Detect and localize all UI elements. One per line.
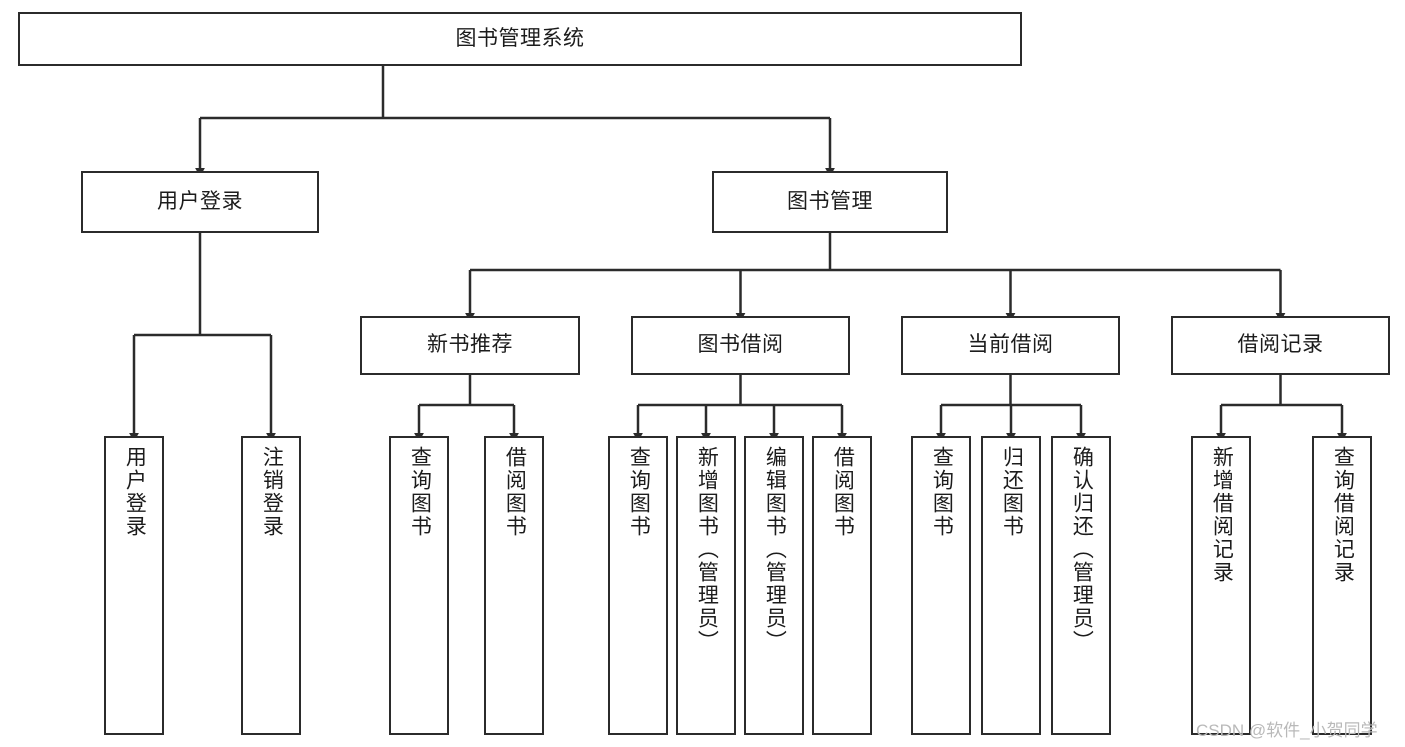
leaf-borrow-edit-book[interactable]: 编辑图书（管理员） (744, 436, 804, 735)
leaf-new-borrow-book-label: 借阅图书 (503, 446, 527, 538)
leaf-new-query-book[interactable]: 查询图书 (389, 436, 449, 735)
leaf-current-confirm-return[interactable]: 确认归还（管理员） (1051, 436, 1111, 735)
leaf-record-query[interactable]: 查询借阅记录 (1312, 436, 1372, 735)
leaf-current-confirm-return-label: 确认归还（管理员） (1070, 446, 1094, 653)
leaf-borrow-edit-book-label: 编辑图书（管理员） (763, 446, 787, 653)
node-new-book-recommendation[interactable]: 新书推荐 (360, 316, 580, 375)
leaf-record-add[interactable]: 新增借阅记录 (1191, 436, 1251, 735)
node-borrow-records-label: 借阅记录 (1237, 333, 1324, 357)
leaf-user-login[interactable]: 用户登录 (104, 436, 164, 735)
leaf-borrow-query-book[interactable]: 查询图书 (608, 436, 668, 735)
leaf-current-return-book[interactable]: 归还图书 (981, 436, 1041, 735)
node-book-management-module-label: 图书管理 (787, 189, 873, 213)
node-user-login-module-label: 用户登录 (157, 189, 243, 213)
node-book-borrowing-label: 图书借阅 (697, 333, 784, 357)
leaf-new-query-book-label: 查询图书 (408, 446, 432, 538)
leaf-borrow-add-book[interactable]: 新增图书（管理员） (676, 436, 736, 735)
leaf-current-query-book[interactable]: 查询图书 (911, 436, 971, 735)
node-current-borrowing-label: 当前借阅 (967, 333, 1054, 357)
leaf-record-query-label: 查询借阅记录 (1331, 446, 1355, 584)
leaf-current-query-book-label: 查询图书 (930, 446, 954, 538)
leaf-user-logout[interactable]: 注销登录 (241, 436, 301, 735)
leaf-borrow-borrow-book[interactable]: 借阅图书 (812, 436, 872, 735)
node-book-borrowing[interactable]: 图书借阅 (631, 316, 850, 375)
node-book-management-module[interactable]: 图书管理 (712, 171, 948, 233)
node-new-book-recommendation-label: 新书推荐 (427, 333, 513, 357)
leaf-user-login-label: 用户登录 (123, 446, 147, 538)
leaf-new-borrow-book[interactable]: 借阅图书 (484, 436, 544, 735)
node-root[interactable]: 图书管理系统 (18, 12, 1022, 66)
node-root-label: 图书管理系统 (455, 26, 585, 50)
leaf-borrow-query-book-label: 查询图书 (627, 446, 651, 538)
node-current-borrowing[interactable]: 当前借阅 (901, 316, 1120, 375)
leaf-borrow-add-book-label: 新增图书（管理员） (695, 446, 719, 653)
csdn-watermark: CSDN @软件_小贺同学 (1196, 721, 1378, 740)
leaf-user-logout-label: 注销登录 (260, 446, 284, 538)
node-user-login-module[interactable]: 用户登录 (81, 171, 319, 233)
leaf-current-return-book-label: 归还图书 (1000, 446, 1024, 538)
node-borrow-records[interactable]: 借阅记录 (1171, 316, 1390, 375)
leaf-record-add-label: 新增借阅记录 (1210, 446, 1234, 584)
leaf-borrow-borrow-book-label: 借阅图书 (831, 446, 855, 538)
